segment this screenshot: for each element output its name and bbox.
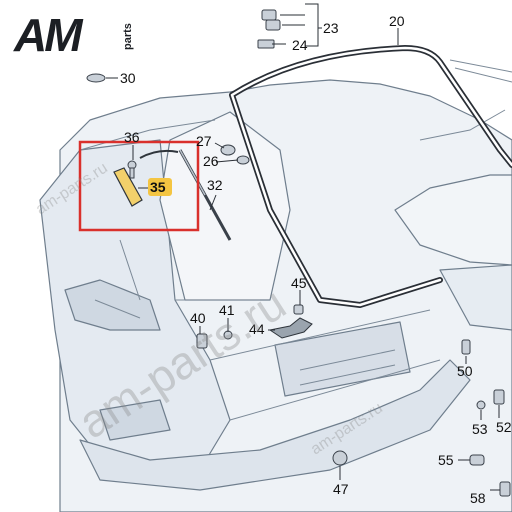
callout-41: 41 bbox=[219, 302, 235, 318]
callout-40: 40 bbox=[190, 310, 206, 326]
callout-50: 50 bbox=[457, 363, 473, 379]
logo-sub: parts bbox=[122, 23, 134, 50]
callout-27: 27 bbox=[196, 133, 212, 149]
callout-47: 47 bbox=[333, 481, 349, 497]
callout-52: 52 bbox=[496, 419, 512, 435]
highlight-box bbox=[78, 140, 200, 232]
fasteners bbox=[86, 9, 511, 497]
callout-30: 30 bbox=[120, 70, 136, 86]
callout-35-tag bbox=[148, 178, 172, 196]
callout-24: 24 bbox=[292, 37, 308, 53]
leader-lines bbox=[106, 3, 500, 491]
callout-55: 55 bbox=[438, 452, 454, 468]
callout-53: 53 bbox=[472, 421, 488, 437]
callout-36: 36 bbox=[124, 129, 140, 145]
bracket-44 bbox=[268, 317, 313, 339]
callout-26: 26 bbox=[203, 153, 219, 169]
tailgate-seal-inner bbox=[230, 46, 512, 307]
callout-58: 58 bbox=[470, 490, 486, 506]
logo-main: AM bbox=[13, 9, 84, 61]
car-body bbox=[39, 79, 512, 512]
callout-32: 32 bbox=[207, 177, 223, 193]
callout-23: 23 bbox=[323, 20, 339, 36]
bracket-35 bbox=[113, 167, 143, 207]
callout-20: 20 bbox=[389, 13, 405, 29]
car-body-detail-lines bbox=[79, 59, 512, 421]
callout-35: 35 bbox=[150, 179, 166, 195]
am-parts-logo: AM parts bbox=[13, 9, 134, 61]
callout-labels: 23 24 20 30 36 27 26 35 32 45 41 40 44 5… bbox=[120, 13, 512, 506]
callout-44: 44 bbox=[249, 321, 265, 337]
callout-45: 45 bbox=[291, 275, 307, 291]
